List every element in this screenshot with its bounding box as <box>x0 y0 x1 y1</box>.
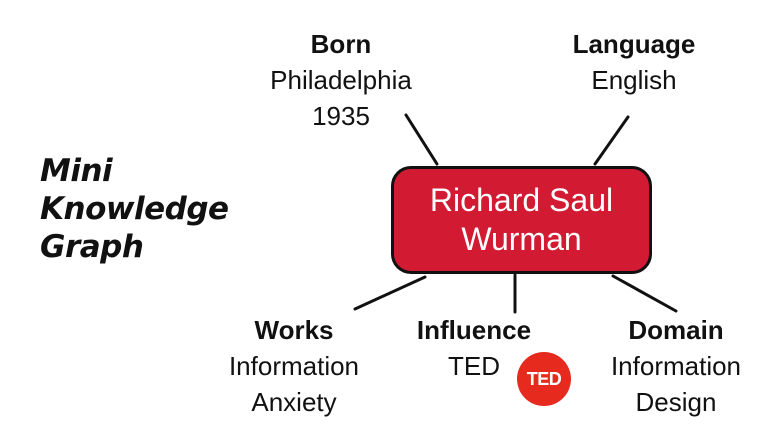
node-language[interactable]: Language English <box>524 26 744 98</box>
node-label: Domain <box>628 315 724 345</box>
node-value: 1935 <box>312 101 370 131</box>
node-born[interactable]: Born Philadelphia 1935 <box>231 26 451 134</box>
center-node-line: Richard Saul <box>429 182 614 218</box>
node-works[interactable]: Works Information Anxiety <box>184 312 404 420</box>
ted-logo-icon: TED <box>517 352 571 406</box>
node-label: Born <box>310 29 372 59</box>
graph-title-line: Graph <box>40 229 144 265</box>
node-influence[interactable]: Influence TED <box>364 312 584 384</box>
graph-title-line: Mini <box>40 153 113 189</box>
graph-title-line: Knowledge <box>40 191 229 227</box>
node-value: Design <box>635 387 717 417</box>
graph-title: Mini Knowledge Graph <box>40 152 229 266</box>
connector-born <box>404 113 439 166</box>
connector-works <box>353 275 427 311</box>
node-value: English <box>591 65 677 95</box>
connector-language <box>593 115 630 166</box>
center-node-person[interactable]: Richard Saul Wurman <box>391 166 652 274</box>
node-label: Influence <box>416 315 532 345</box>
node-label: Language <box>572 29 696 59</box>
node-value: Information <box>228 351 360 381</box>
connector-domain <box>611 274 678 313</box>
center-node-line: Wurman <box>461 221 582 257</box>
node-label: Works <box>254 315 334 345</box>
node-value: TED <box>448 351 500 381</box>
node-value: Philadelphia <box>270 65 412 95</box>
node-domain[interactable]: Domain Information Design <box>566 312 768 420</box>
node-value: Information <box>610 351 742 381</box>
node-value: Anxiety <box>251 387 337 417</box>
